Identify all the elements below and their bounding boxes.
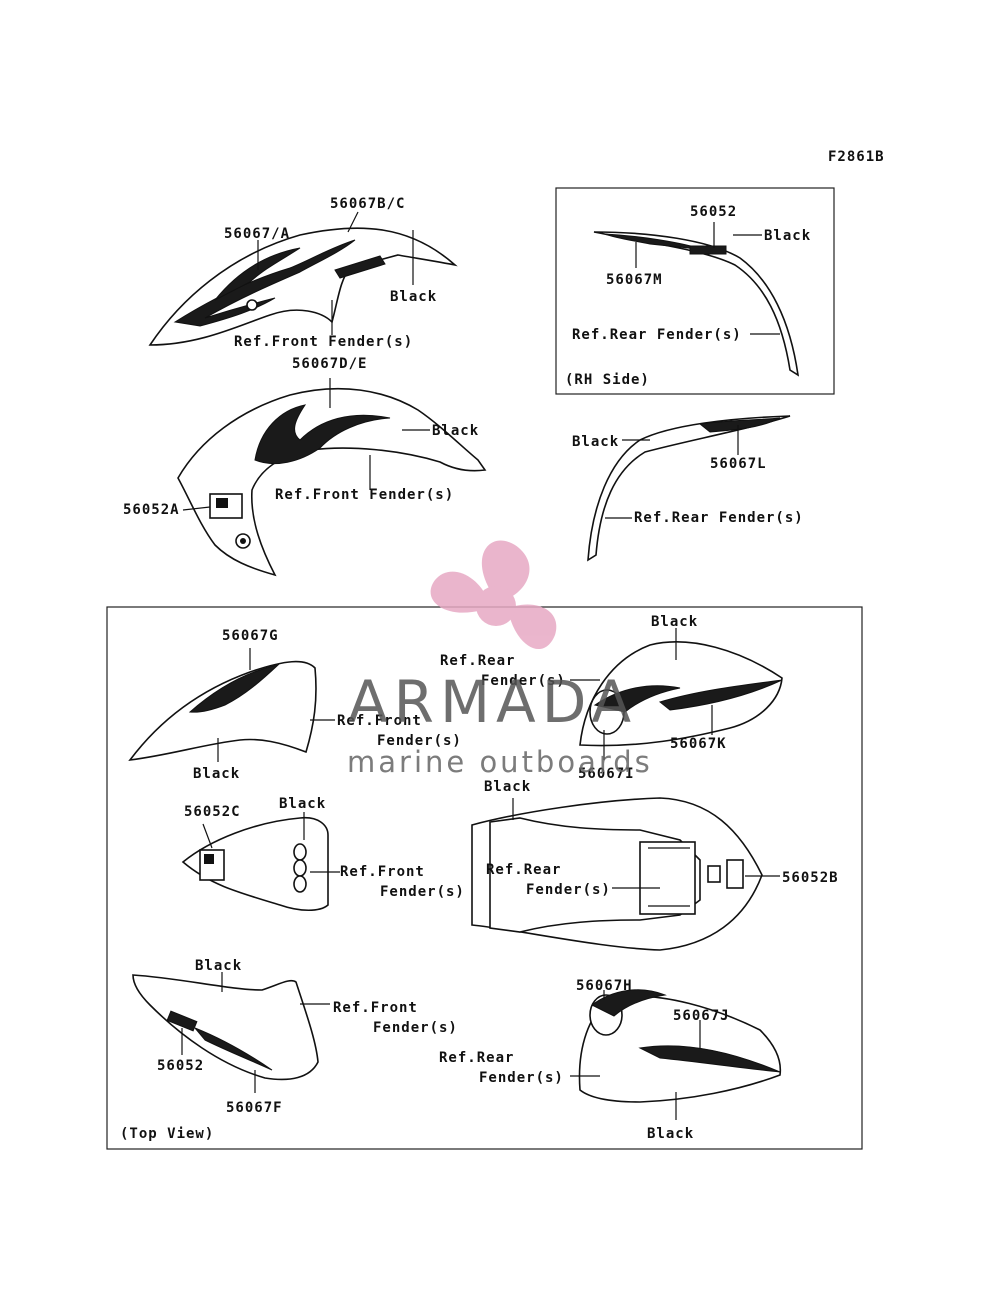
label-56067de: 56067D/E — [292, 356, 367, 372]
label-ref-rear-3a: Ref.Rear — [440, 653, 515, 669]
label-56067h: 56067H — [576, 978, 633, 994]
label-black-9: Black — [195, 958, 242, 974]
label-56052a: 56052A — [123, 502, 180, 518]
label-black-3: Black — [764, 228, 811, 244]
label-56067i: 56067I — [578, 766, 635, 782]
label-rh-side: (RH Side) — [565, 372, 650, 388]
label-black-10: Black — [647, 1126, 694, 1142]
label-56067k: 56067K — [670, 736, 727, 752]
label-ref-rear-3b: Fender(s) — [481, 673, 566, 689]
label-ref-front-3a: Ref.Front — [337, 713, 422, 729]
label-56067j: 56067J — [673, 1008, 730, 1024]
front-fender-top-c — [181, 812, 340, 912]
watermark-name: ARMADA — [348, 668, 637, 736]
label-black-8: Black — [484, 779, 531, 795]
label-ref-front-5b: Fender(s) — [373, 1020, 458, 1036]
label-56067a: 56067/A — [224, 226, 290, 242]
figure-code: F2861B — [828, 149, 885, 165]
label-56067g: 56067G — [222, 628, 279, 644]
label-ref-front-3b: Fender(s) — [377, 733, 462, 749]
label-ref-rear-1: Ref.Rear Fender(s) — [572, 327, 742, 343]
label-ref-rear-5a: Ref.Rear — [439, 1050, 514, 1066]
rh-side-box — [555, 187, 835, 395]
label-ref-front-4a: Ref.Front — [340, 864, 425, 880]
label-56067l: 56067L — [710, 456, 767, 472]
label-ref-front-4b: Fender(s) — [380, 884, 465, 900]
label-ref-rear-2: Ref.Rear Fender(s) — [634, 510, 804, 526]
label-black-7: Black — [279, 796, 326, 812]
front-fender-g — [128, 648, 335, 762]
rear-fender-rh — [593, 222, 800, 377]
rear-fender-lh — [587, 415, 791, 562]
watermark-subtitle: marine outboards — [347, 745, 653, 779]
label-56052-top: 56052 — [690, 204, 737, 220]
label-56052c: 56052C — [184, 804, 241, 820]
label-56052-bot: 56052 — [157, 1058, 204, 1074]
label-ref-rear-4b: Fender(s) — [526, 882, 611, 898]
label-black-4: Black — [572, 434, 619, 450]
label-56052b: 56052B — [782, 870, 839, 886]
rear-fender-top — [471, 797, 780, 951]
label-56067f: 56067F — [226, 1100, 283, 1116]
label-ref-front-5a: Ref.Front — [333, 1000, 418, 1016]
front-fender-upper — [148, 211, 458, 346]
label-black-2: Black — [432, 423, 479, 439]
watermark-logo-icon — [430, 540, 557, 650]
label-black-5: Black — [193, 766, 240, 782]
label-ref-front-1: Ref.Front Fender(s) — [234, 334, 413, 350]
rear-fender-bottom — [570, 989, 782, 1120]
label-ref-rear-5b: Fender(s) — [479, 1070, 564, 1086]
front-fender-bottom — [132, 972, 330, 1093]
label-56067m: 56067M — [606, 272, 663, 288]
rear-fender-k — [570, 628, 783, 760]
label-black-1: Black — [390, 289, 437, 305]
label-56067bc: 56067B/C — [330, 196, 405, 212]
label-ref-rear-4a: Ref.Rear — [486, 862, 561, 878]
label-black-6: Black — [651, 614, 698, 630]
label-top-view: (Top View) — [120, 1126, 214, 1142]
label-ref-front-2: Ref.Front Fender(s) — [275, 487, 454, 503]
front-fender-side — [177, 378, 487, 577]
